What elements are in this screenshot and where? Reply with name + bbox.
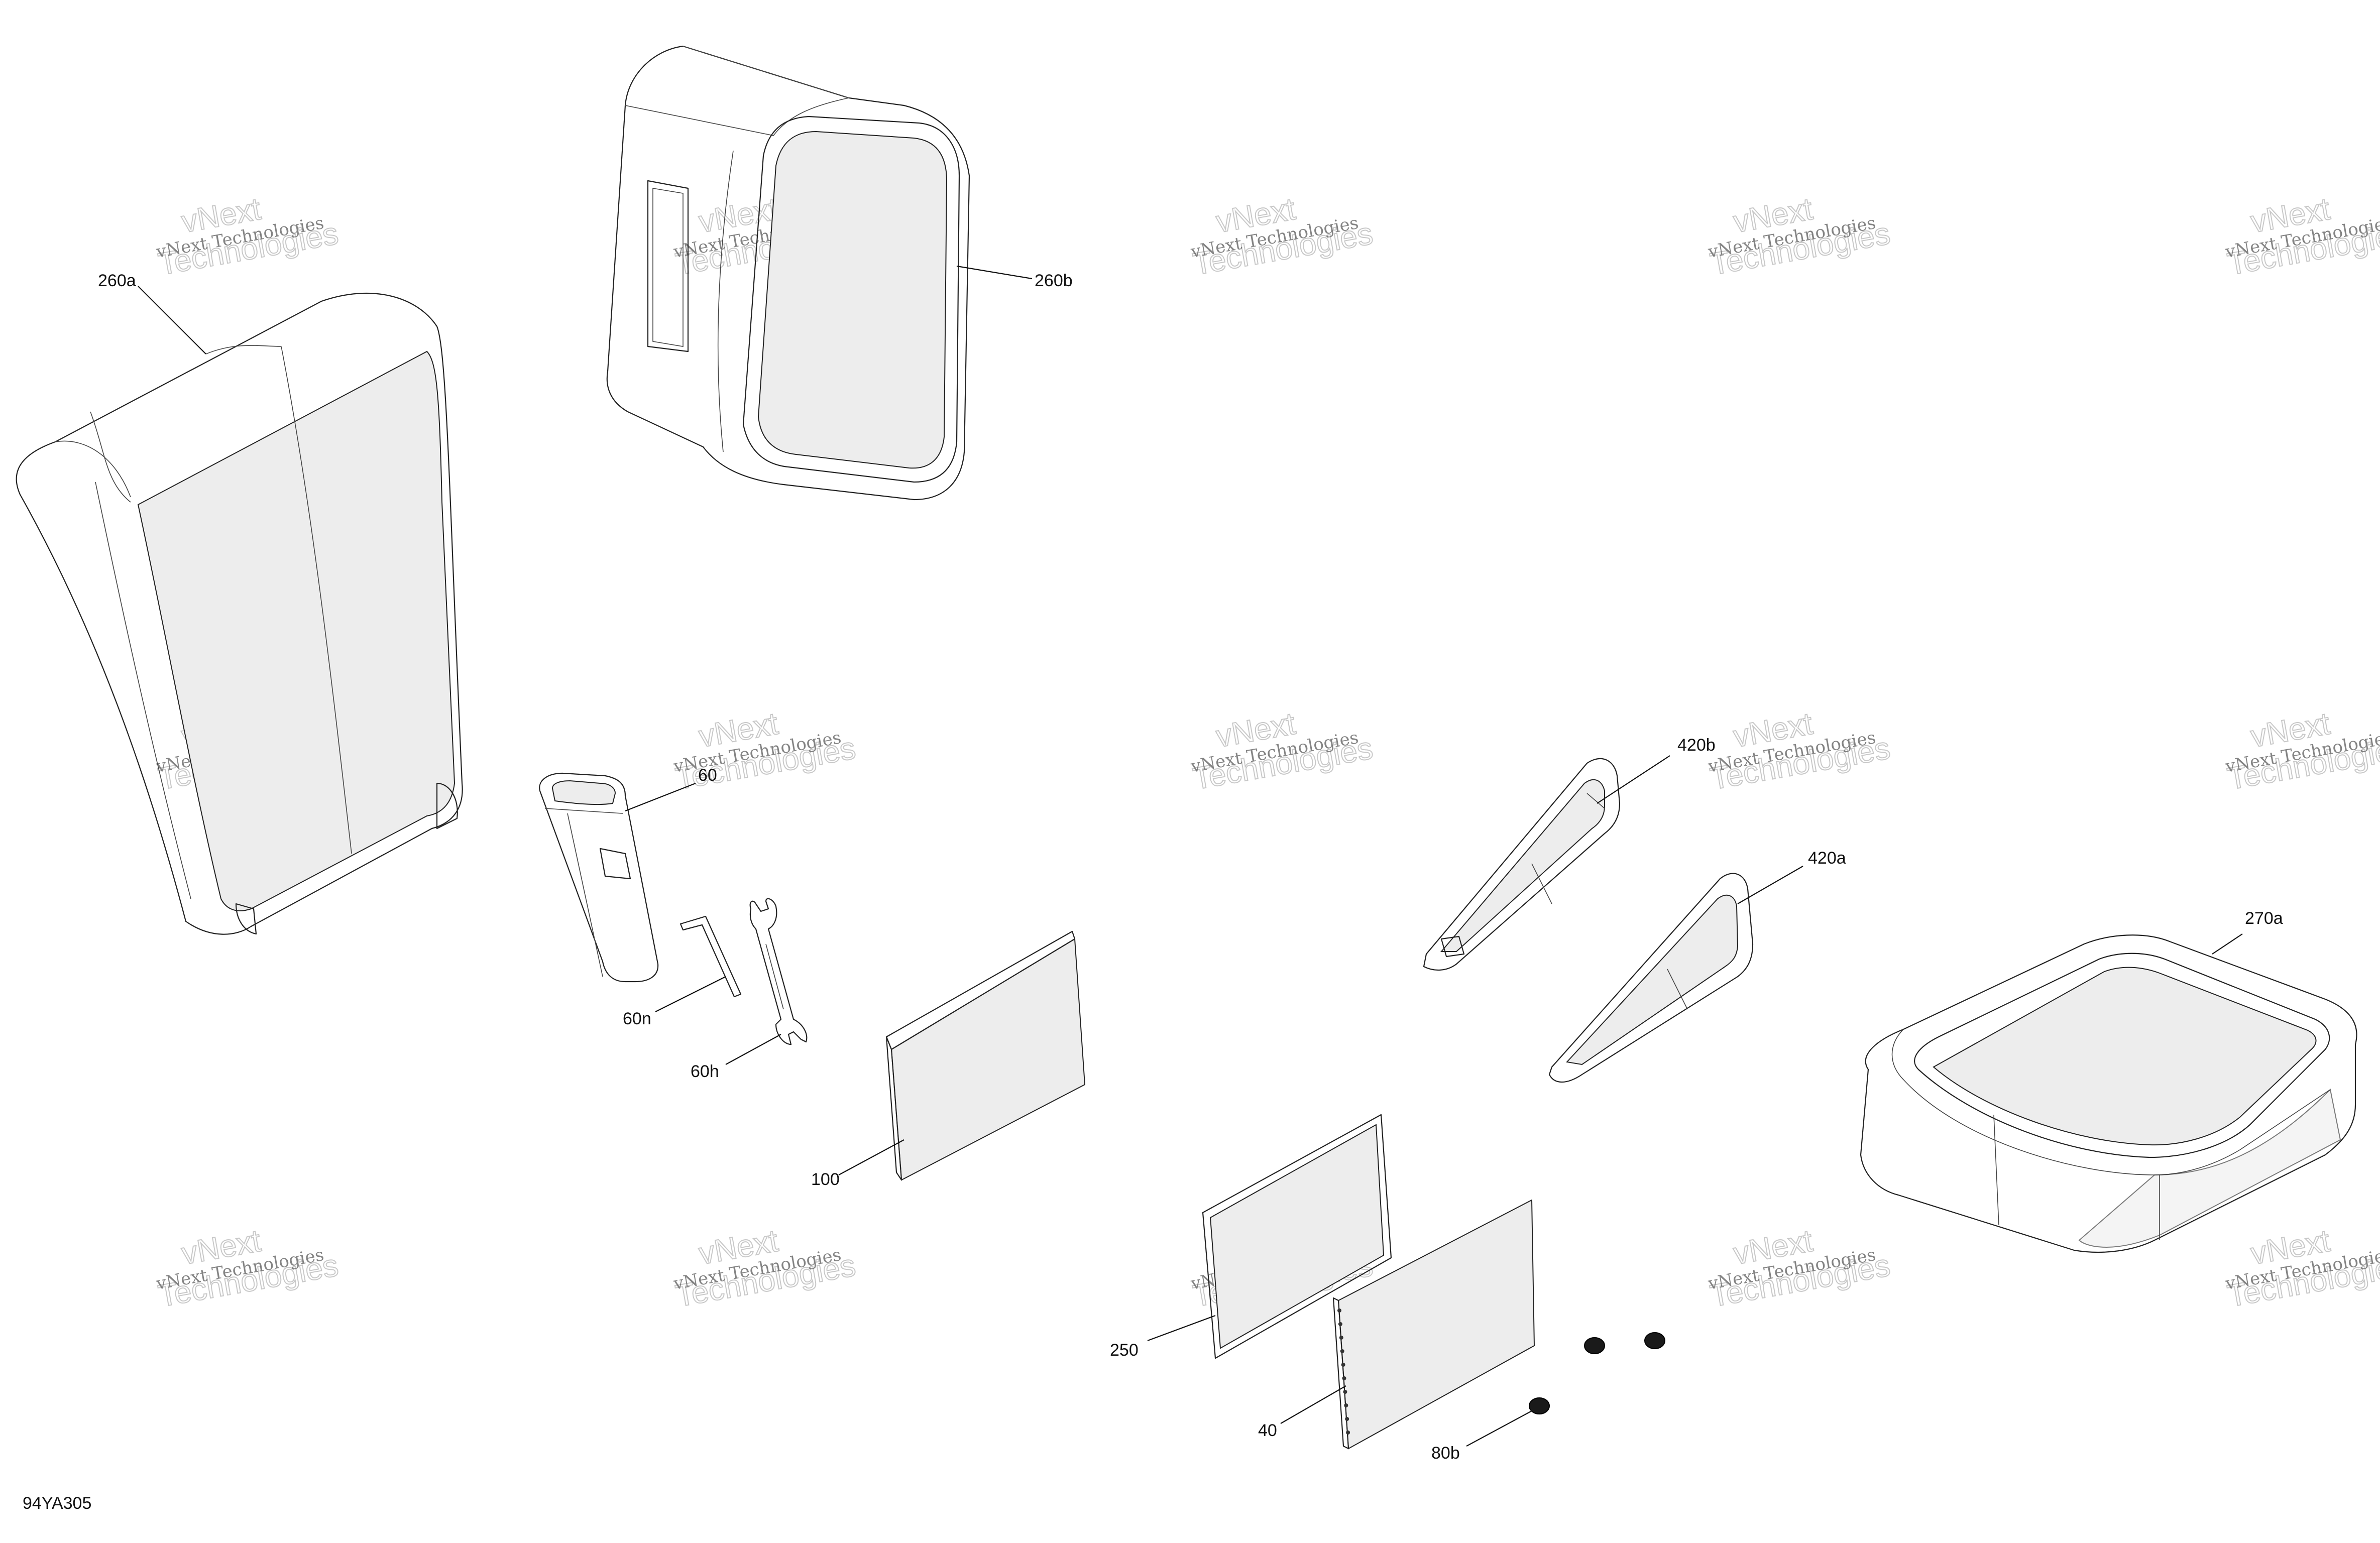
strip-hole [1339, 1336, 1343, 1340]
callout-250: 250 [1110, 1341, 1139, 1360]
strip-hole [1343, 1390, 1347, 1394]
diagram-code: 94YA305 [23, 1494, 91, 1513]
part-270a-seat-cushion [1860, 934, 2357, 1253]
strip-hole [1340, 1349, 1344, 1353]
part-260a-backrest [16, 292, 463, 935]
part-260b-storage-bin [606, 45, 970, 501]
strip-hole [1341, 1363, 1345, 1367]
strip-hole [1345, 1417, 1349, 1421]
callout-60: 60 [698, 766, 717, 785]
strip-hole [1342, 1376, 1346, 1380]
strip-hole [1346, 1431, 1350, 1435]
strip-holes [1337, 1309, 1350, 1435]
part-60n-hex-key [679, 915, 742, 998]
callout-420b: 420b [1677, 736, 1716, 755]
callout-labels: 260a 260b 60 60n 60h 100 420b 420a 270a … [23, 271, 2283, 1513]
part-420b-side-trim [1423, 758, 1621, 971]
callout-260b: 260b [1035, 271, 1073, 290]
strip-hole [1344, 1403, 1348, 1407]
part-60-tool-pouch [539, 772, 659, 983]
part-40-strip-panel [1332, 1199, 1535, 1450]
callout-420a: 420a [1808, 849, 1846, 868]
strip-hole [1338, 1322, 1342, 1326]
callout-60h: 60h [691, 1062, 719, 1081]
callout-100: 100 [811, 1170, 840, 1189]
callout-80b: 80b [1431, 1444, 1460, 1463]
callout-60n: 60n [623, 1009, 651, 1028]
leader-lines [138, 265, 2243, 1447]
part-250-panel [1202, 1114, 1392, 1359]
callout-260a: 260a [98, 271, 136, 290]
part-420a-side-trim [1548, 873, 1754, 1083]
strip-hole [1337, 1309, 1341, 1313]
part-100-manual [885, 930, 1086, 1181]
part-80b-fasteners [1529, 1332, 1665, 1414]
callout-270a: 270a [2245, 909, 2283, 928]
part-60h-wrench [749, 898, 808, 1045]
callout-40: 40 [1258, 1421, 1277, 1440]
